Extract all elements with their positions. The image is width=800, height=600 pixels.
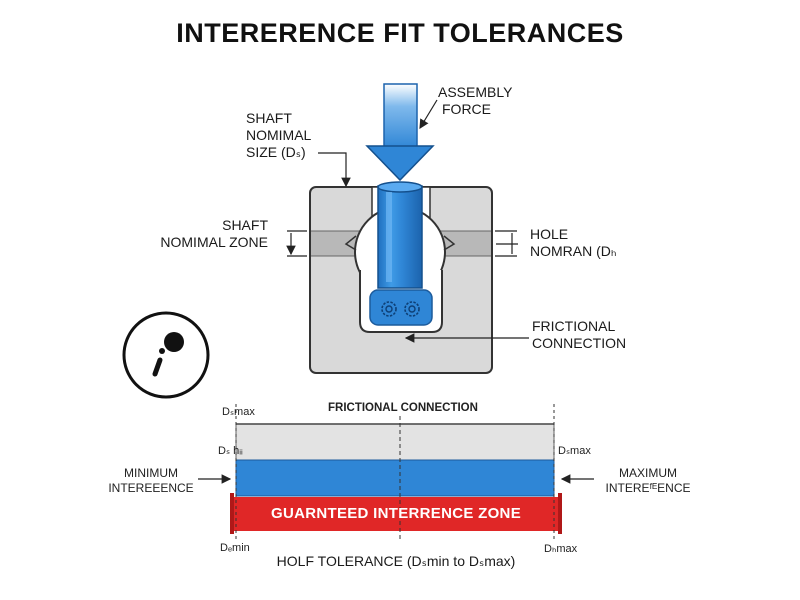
info-icon <box>122 311 210 399</box>
shaft-zone-dimension <box>286 230 307 257</box>
shaft <box>377 181 423 289</box>
guaranteed-zone-label: GUARNTEED INTERRENCE ZONE <box>270 505 521 522</box>
label-line: NOMIMAL <box>246 127 312 143</box>
tick-mid-right: Dₛmax <box>558 445 591 457</box>
tick-bottom-right: Dₕmax <box>544 543 578 555</box>
blue-interference-band <box>235 459 555 497</box>
label-line: FORCE <box>442 101 491 117</box>
minimum-interference-label: MINIMUM INTEREEENCE <box>105 466 197 496</box>
frictional-connection-label: FRICTIONAL CONNECTION <box>532 318 626 352</box>
gear-icon <box>381 301 397 317</box>
hole-nominal-label: HOLE NOMRAN (Dₕ <box>530 226 617 260</box>
label-line: NOMRAN (Dₕ <box>530 243 617 259</box>
tick-top-left: Dₛmax <box>222 406 255 418</box>
leader-assembly-force <box>419 99 438 130</box>
tick-mid-left: Dₛ hᵢᵢ <box>218 445 243 457</box>
shaft-nominal-zone-label: SHAFT NOMIMAL ZONE <box>140 217 268 251</box>
hole-zone-dimension <box>495 230 517 257</box>
label-line: HOLE <box>530 226 569 242</box>
pocket-fill <box>369 289 433 326</box>
label-line: SIZE (Dₛ) <box>246 144 306 160</box>
tick-bottom-left: Dₑmin <box>220 542 250 554</box>
assembly-force-label: ASSEMBLY FORCE <box>438 84 512 118</box>
tolerance-chart <box>230 404 562 540</box>
page-title: INTERERENCE FIT TOLERANCES <box>176 18 624 48</box>
hole-tolerance-label: HOLF TOLERANCE (Dₛmin to Dₛmax) <box>276 553 516 569</box>
label-line: INTEREEENCE <box>108 481 194 495</box>
guaranteed-interference-zone <box>230 497 562 531</box>
chart-header: FRICTIONAL CONNECTION <box>328 402 478 414</box>
label-line: MINIMUM <box>124 466 178 480</box>
gear-icon <box>404 301 420 317</box>
label-line: FRICTIONAL <box>532 318 616 334</box>
band-marker-right <box>443 235 456 251</box>
shaft-nominal-size-label: SHAFT NOMIMAL SIZE (Dₛ) <box>246 110 311 161</box>
band-marker-left <box>344 235 357 251</box>
maximum-interference-label: MAXIMUM INTEREᶠᴱENCE <box>596 466 700 496</box>
leader-shaft-size <box>318 152 351 188</box>
assembly-force-arrow <box>365 83 435 182</box>
label-line: SHAFT <box>222 217 268 233</box>
label-line: INTEREᶠᴱENCE <box>605 481 691 495</box>
label-line: ASSEMBLY <box>438 84 513 100</box>
label-line: SHAFT <box>246 110 292 126</box>
label-line: MAXIMUM <box>619 466 677 480</box>
label-line: NOMIMAL ZONE <box>160 234 268 250</box>
label-line: CONNECTION <box>532 335 627 351</box>
